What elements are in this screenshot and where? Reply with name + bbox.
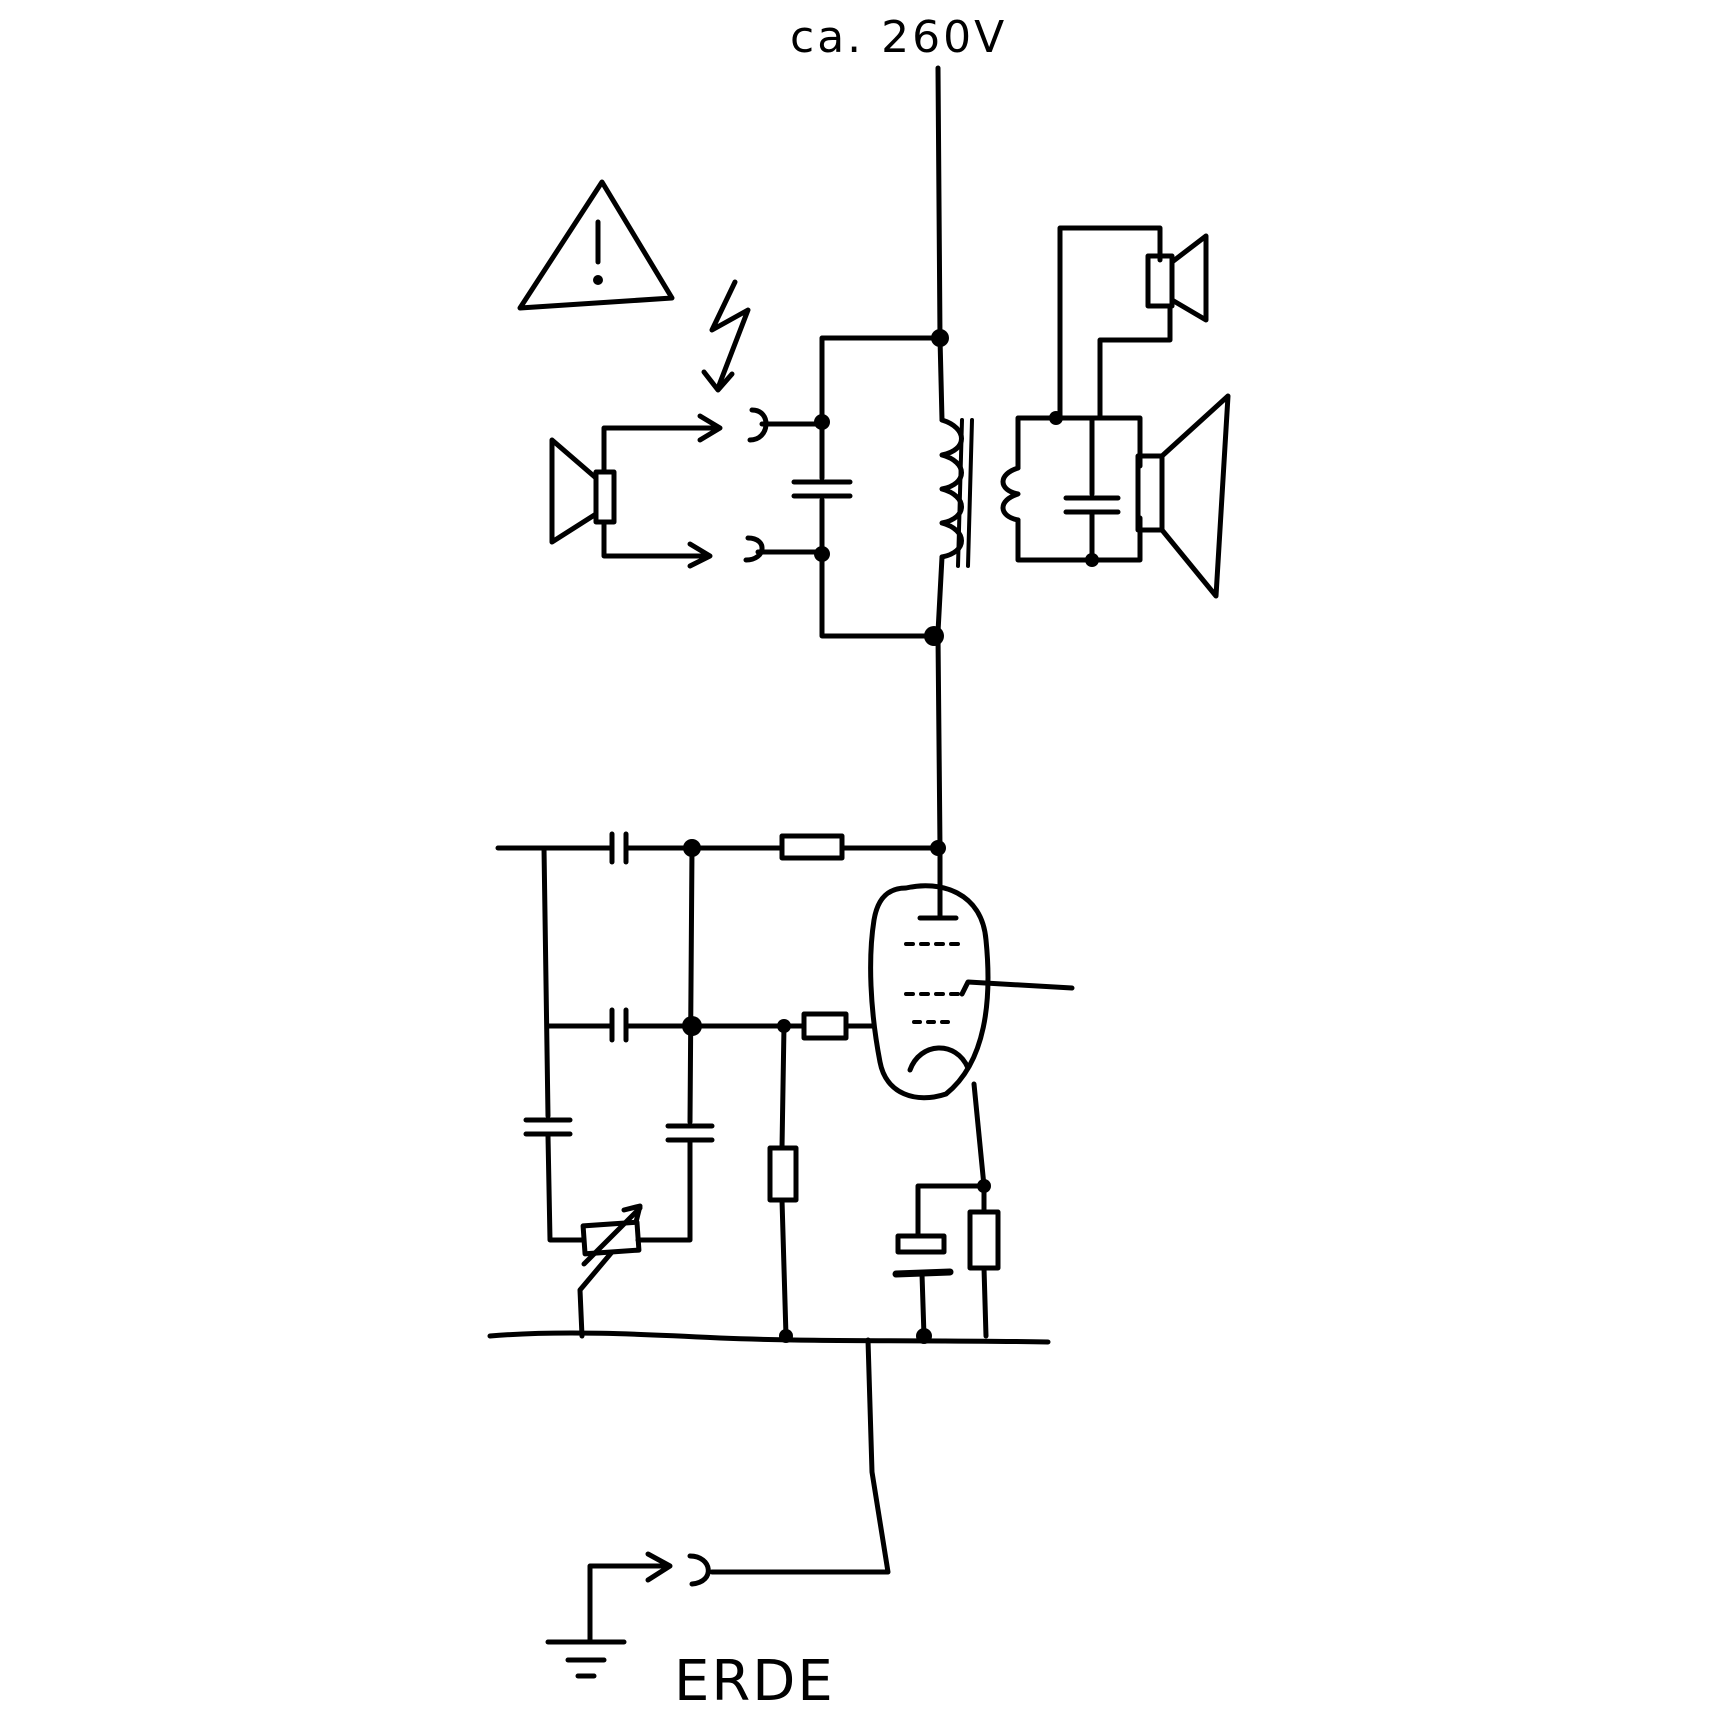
warning-icon <box>517 179 675 311</box>
grid-leak-resistor <box>767 1023 799 1339</box>
phase-shift-ladder <box>523 845 715 1243</box>
supply-rail <box>935 65 945 423</box>
potentiometer <box>577 1203 643 1339</box>
supply-voltage-label: ca. 260V <box>790 12 1007 63</box>
ground-label: ERDE <box>674 1649 835 1714</box>
ground-icon <box>545 1639 627 1679</box>
speaker-icon <box>1145 233 1209 323</box>
phase-shift-top-line <box>495 831 943 865</box>
phase-shift-middle-line <box>545 1007 877 1043</box>
junction-dots <box>682 329 1099 1344</box>
ground-bus <box>487 1330 1051 1643</box>
speaker-icon <box>1135 393 1231 599</box>
anode-wire <box>935 633 943 851</box>
output-transformer <box>935 417 1021 635</box>
cathode-network <box>892 1081 1001 1339</box>
external-speaker-leads <box>601 413 723 569</box>
vacuum-tube <box>868 845 1075 1101</box>
lightning-icon <box>701 279 751 393</box>
primary-side-network <box>743 335 943 639</box>
secondary-side-network <box>1015 225 1173 563</box>
